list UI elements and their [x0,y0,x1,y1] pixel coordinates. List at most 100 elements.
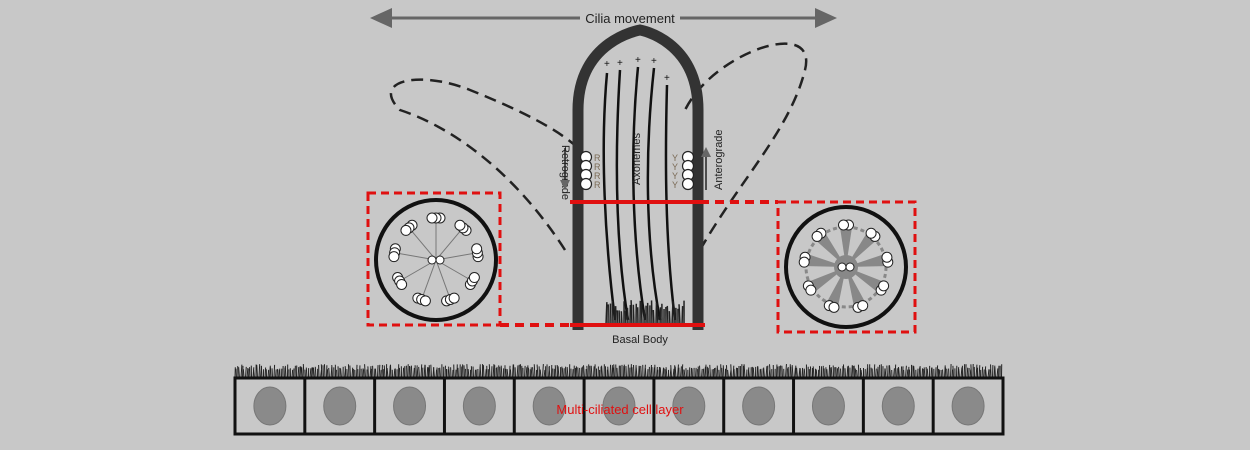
cilium-hair [427,367,428,378]
cilium-hair [409,366,410,378]
microtubule-triplet [427,213,437,223]
microtubule-triplet [389,252,399,262]
svg-text:+: + [604,59,610,70]
basal-bristle [679,304,680,325]
microtubule-doublet [866,228,876,238]
cilium-hair [534,364,535,378]
cilium-hair [953,366,954,378]
basal-bristle [621,311,622,325]
cilium-hair [764,368,765,378]
cilium-hair [510,366,511,378]
cilium-hair [379,365,380,378]
cilium-hair [306,368,307,378]
cilium-hair [995,367,996,378]
basal-bristle [606,302,607,325]
cilium-hair [716,368,717,378]
cilium-hair [239,367,240,378]
cilium-hair [323,365,324,378]
cilium-hair [895,365,896,378]
cilium-hair [414,368,415,378]
cilium-hair [350,366,351,378]
cilium-hair [348,364,349,378]
cilium-hair [528,368,529,378]
cilium-hair [315,367,316,378]
cilium-hair [576,366,577,378]
cilium-hair [899,368,900,378]
cilium-hair [753,368,754,378]
cilium-hair [520,364,521,378]
cilia-movement-arrow: Cilia movement [370,8,837,28]
basal-bristle [682,306,683,325]
cilium-hair [352,368,353,378]
cilium-hair [810,366,811,378]
cilium-hair [710,365,711,378]
cilium-hair [717,366,718,378]
cilium-hair [722,368,723,378]
cilium-hair [587,366,588,378]
ift-particle [581,179,592,190]
cilium-hair [410,366,411,378]
cilium-hair [500,367,501,378]
central-microtubule [436,256,444,264]
cell-nucleus [254,387,286,425]
cilium-hair [932,368,933,378]
microtubule-triplet [469,273,479,283]
cilium-hair [705,367,706,378]
cilium-hair [270,367,271,378]
basal-bristle [641,303,642,325]
basal-bristle [653,310,654,325]
cell-nucleus [952,387,984,425]
microtubule-doublet [812,231,822,241]
motor-protein-icon: Y [672,180,678,190]
cilium-hair [298,367,299,378]
microtubule-doublet [839,220,849,230]
basal-bristle [660,307,661,325]
basal-bristle [625,311,626,325]
cilium-hair [961,367,962,378]
cilium-hair [449,367,450,378]
cilium-hair [901,366,902,378]
basal-bristle [627,308,628,325]
cilium-hair [257,365,258,378]
basal-bristle [669,311,670,325]
microtubule-triplet [420,296,430,306]
cilium-hair [303,364,304,378]
cilium-hair [964,364,965,378]
cilium-hair [537,365,538,378]
cilium-hair [265,368,266,378]
spoke [422,260,436,299]
cell-layer [235,364,1003,434]
cilium-hair [726,365,727,378]
cilium-hair [408,364,409,378]
microtubule-doublet [879,281,889,291]
cilium-hair [831,367,832,378]
microtubule-doublet [858,301,868,311]
cilium-hair [951,364,952,378]
cilium-hair [399,368,400,378]
cilium-hair [274,365,275,378]
cilium-hair [464,365,465,378]
cilium-hair [819,366,820,378]
cilium-hair [696,368,697,378]
cilium-hair [651,365,652,378]
cilium-hair [549,367,550,378]
cilium-hair [493,364,494,378]
cell-nucleus [743,387,775,425]
cilium-hair [246,367,247,378]
basal-body-cross-section [376,200,496,320]
basal-bristle [657,307,658,325]
cilium-hair [370,366,371,378]
cilium-hair [874,364,875,378]
basal-bristle [633,305,634,325]
basal-bristle [667,306,668,325]
cilium-hair [919,367,920,378]
microtubule-triplet [401,225,411,235]
central-microtubule [838,263,846,271]
cilium-hair [744,364,745,378]
central-microtubule [428,256,436,264]
cilium-hair [602,366,603,378]
cilium-hair [660,367,661,378]
cilium-hair [384,365,385,378]
cilium-hair [791,366,792,378]
spoke [409,228,436,260]
